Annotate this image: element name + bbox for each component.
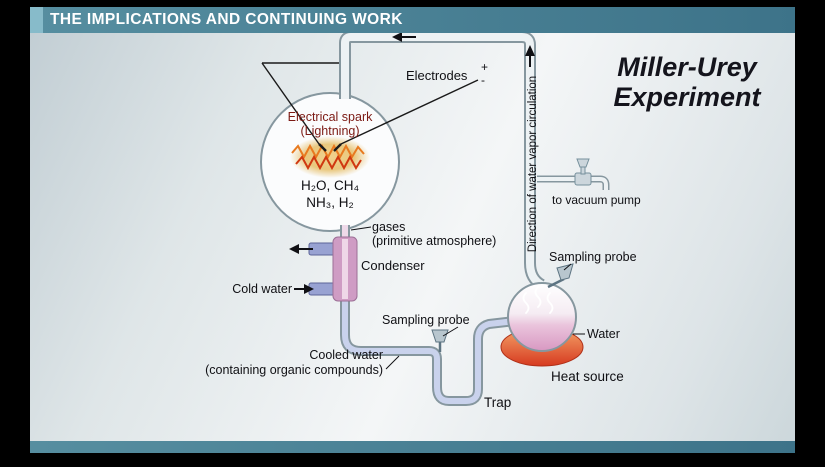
electrodes-label: Electrodes (406, 68, 468, 83)
sampling-probe-right-label: Sampling probe (549, 250, 637, 264)
spark-label-line2: (Lightning) (300, 124, 360, 138)
electrical-spark-label: Electrical spark (Lightning) (260, 110, 400, 138)
flow-arrow-up-icon (525, 45, 535, 67)
slide-title: Miller-Urey Experiment (582, 52, 792, 112)
cold-water-in-arrow-icon (294, 284, 314, 294)
header-accent-square (30, 7, 43, 33)
slide-header: THE IMPLICATIONS AND CONTINUING WORK (30, 7, 795, 33)
electrode-wires (261, 62, 479, 152)
miller-urey-diagram: Miller-Urey Experiment Electrodes + - El… (30, 7, 795, 453)
slide: THE IMPLICATIONS AND CONTINUING WORK (30, 7, 795, 453)
cooled-water-label: Cooled water (containing organic compoun… (125, 348, 383, 378)
flow-arrow-left-icon (392, 32, 416, 42)
lightning-zigzag-icon (291, 143, 365, 160)
plus-sign: + (481, 60, 489, 74)
sampling-probe-right-icon (547, 263, 574, 289)
vapor-direction-label: Direction of water vapor circulation (527, 75, 539, 253)
slide-background (30, 33, 795, 441)
formula-line1: H₂O, CH₄ (300, 178, 359, 193)
gas-formulas-label: H₂O, CH₄ NH₃, H₂ (270, 177, 390, 211)
gases-label: gases (primitive atmosphere) (372, 220, 496, 248)
heat-source-label: Heat source (551, 369, 624, 384)
trap-label: Trap (484, 395, 512, 410)
header-title: THE IMPLICATIONS AND CONTINUING WORK (50, 11, 403, 28)
condenser-label: Condenser (361, 258, 425, 273)
cold-water-label: Cold water (232, 282, 292, 296)
slide-title-line1: Miller-Urey (617, 52, 757, 82)
condenser-outlet-arm (308, 242, 337, 256)
steam-marks-icon (522, 286, 554, 314)
cooled-water-line2: (containing organic compounds) (205, 363, 383, 377)
slide-title-line2: Experiment (613, 82, 761, 112)
formula-line2: NH₃, H₂ (306, 195, 354, 210)
minus-sign: - (481, 73, 485, 87)
gases-line1: gases (372, 220, 406, 234)
lightning-zigzag-icon (295, 154, 362, 171)
cooled-water-tube (340, 255, 516, 406)
electrode-polarity: + - (481, 61, 488, 87)
gases-line2: (primitive atmosphere) (372, 234, 497, 248)
water-label: Water (587, 327, 620, 341)
apparatus-drawing (260, 31, 610, 406)
sampling-probe-left-label: Sampling probe (382, 313, 470, 327)
vacuum-pump-label: to vacuum pump (552, 193, 641, 207)
boiling-flask (507, 282, 577, 352)
leader-lines (350, 226, 585, 370)
slide-footer (30, 441, 795, 453)
cold-water-out-arrow-icon (289, 244, 313, 254)
vapor-tube (339, 31, 546, 291)
vacuum-branch-tube (537, 175, 610, 190)
sampling-probe-left-icon (431, 329, 449, 352)
stopcock-valve-icon (574, 158, 592, 186)
spark-label-line1: Electrical spark (287, 110, 373, 124)
cooled-water-line1: Cooled water (309, 348, 383, 362)
